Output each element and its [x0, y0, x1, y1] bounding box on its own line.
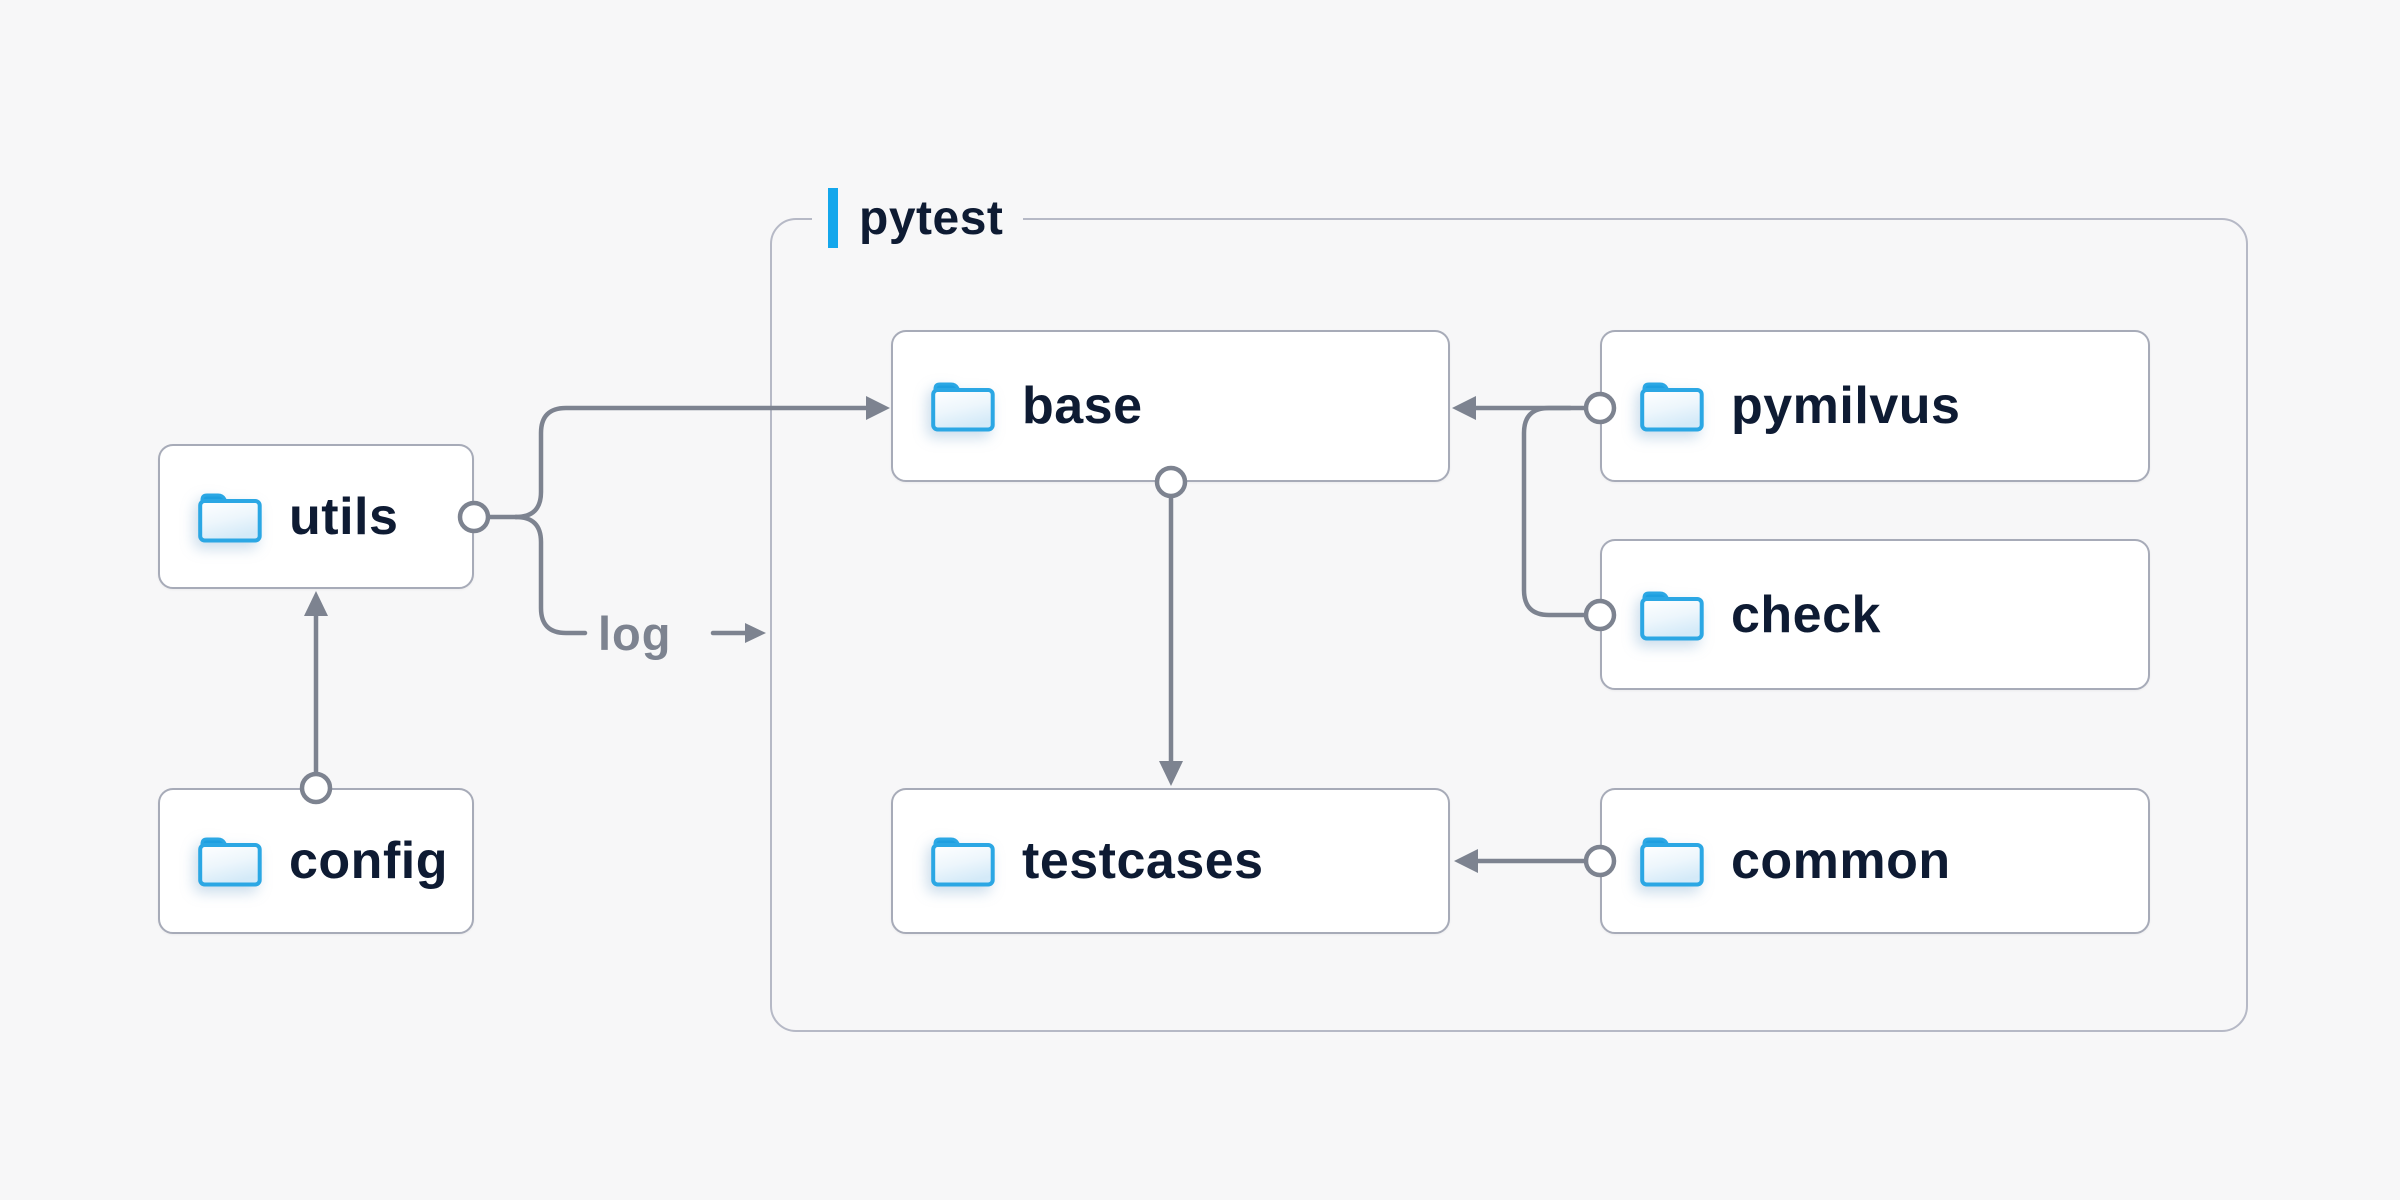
log-edge-label: log	[598, 607, 671, 660]
folder-icon	[931, 380, 995, 432]
node-label: utils	[289, 487, 399, 546]
node-label: check	[1731, 585, 1881, 644]
accent-bar-icon	[828, 188, 838, 248]
node-config: config	[158, 788, 474, 934]
edge-config-to-utils	[299, 591, 333, 805]
folder-icon	[1640, 380, 1704, 432]
node-common: common	[1600, 788, 2150, 934]
node-label: pymilvus	[1731, 377, 1961, 435]
folder-icon	[931, 835, 995, 887]
folder-icon	[198, 835, 262, 887]
edge-utils-to-log: log	[513, 514, 766, 660]
node-base: base	[891, 330, 1450, 482]
arrowhead-right-icon	[745, 623, 766, 643]
folder-icon	[1640, 589, 1704, 641]
node-testcases: testcases	[891, 788, 1450, 934]
node-pymilvus: pymilvus	[1600, 330, 2150, 482]
node-label: base	[1022, 377, 1143, 435]
arrowhead-up-icon	[304, 591, 328, 616]
node-label: common	[1731, 832, 1951, 890]
pytest-container: pytest	[770, 186, 2248, 1032]
node-utils: utils	[158, 444, 474, 589]
node-label: config	[289, 832, 448, 890]
node-label: testcases	[1022, 832, 1264, 890]
folder-icon	[1640, 835, 1704, 887]
node-check: check	[1600, 539, 2150, 690]
pytest-label-text: pytest	[859, 191, 1004, 245]
pytest-label: pytest	[812, 186, 1024, 250]
folder-icon	[198, 491, 262, 543]
